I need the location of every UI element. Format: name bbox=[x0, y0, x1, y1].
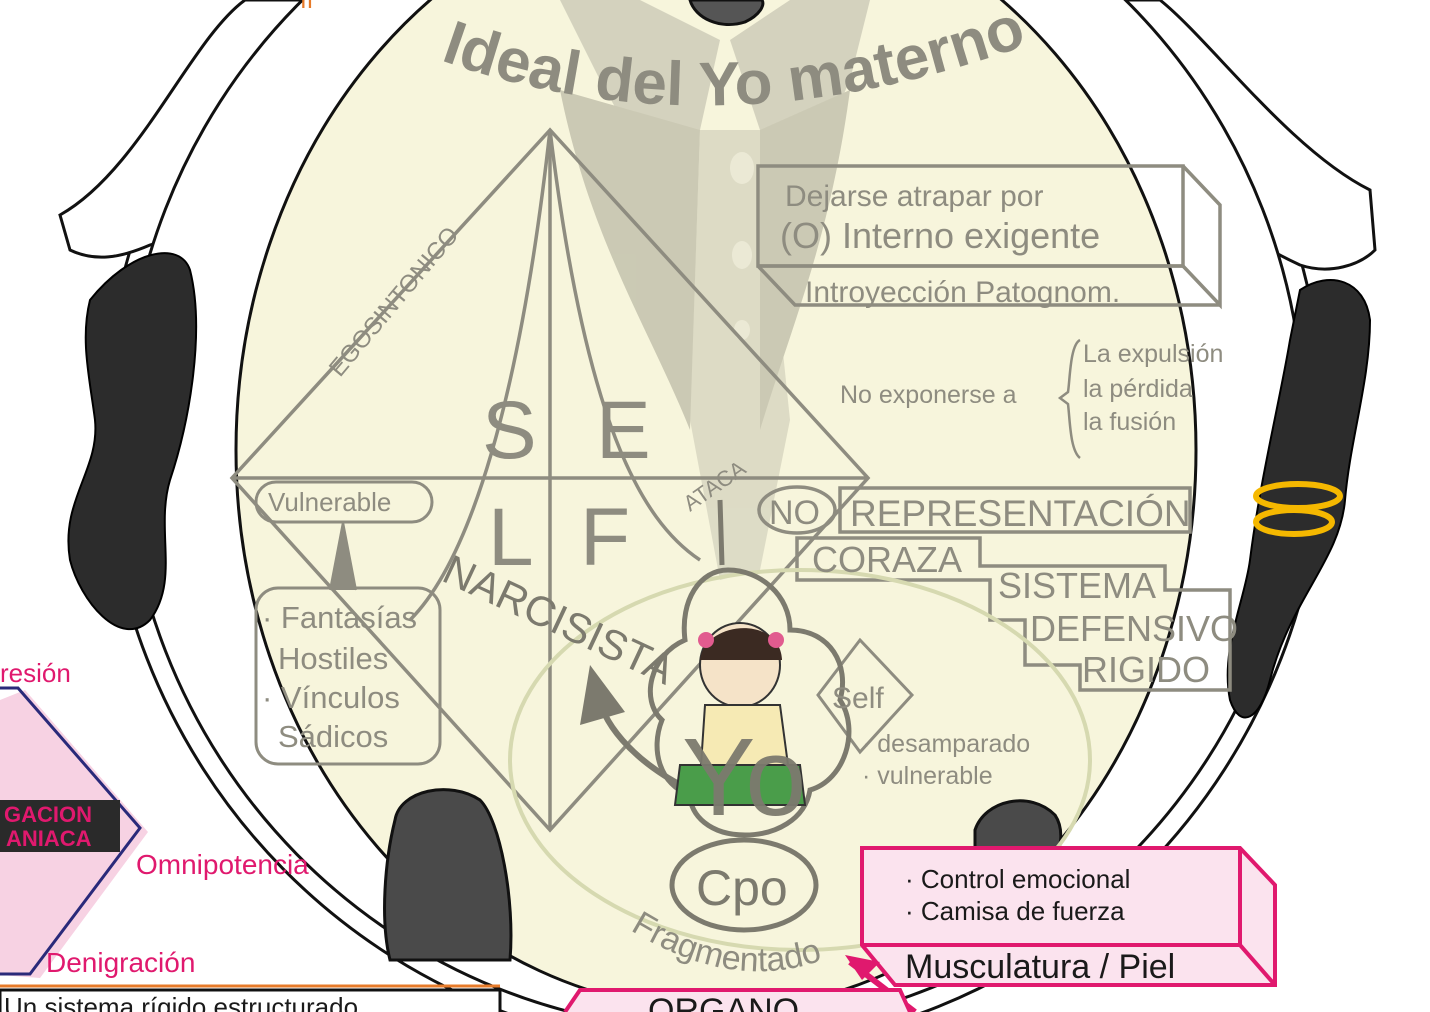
left-bottom-text: Un sistema rígido estructurado bbox=[4, 992, 358, 1012]
left-top-fragment: resión bbox=[0, 658, 71, 688]
sistema-line-3: RIGIDO bbox=[1082, 649, 1210, 690]
no-oval bbox=[757, 485, 837, 535]
negacion-line-1: GACION bbox=[4, 802, 92, 827]
musculatura-box bbox=[860, 846, 1277, 987]
fantasias-line-1: · Fantasías bbox=[262, 600, 417, 635]
letter-l: L bbox=[488, 492, 534, 583]
organo-box bbox=[563, 988, 912, 1012]
introyeccion-label: Introyección Patognom. bbox=[805, 276, 1120, 309]
no-exponerse-item-3: la fusión bbox=[1083, 408, 1176, 436]
letter-f: F bbox=[580, 492, 630, 583]
no-exponerse-item-2: la pérdida bbox=[1083, 375, 1193, 403]
letter-s: S bbox=[482, 385, 537, 476]
yo-label: Yo bbox=[682, 716, 806, 839]
letter-e: E bbox=[596, 385, 651, 476]
dejarse-line-2: (O) Interno exigente bbox=[780, 215, 1100, 256]
fantasias-line-4: Sádicos bbox=[278, 719, 388, 754]
representacion-label: REPRESENTACIÓN bbox=[850, 493, 1191, 534]
no-exponerse-label: No exponerse a bbox=[840, 381, 1017, 409]
pink-arrow-head bbox=[845, 955, 880, 980]
narcisista-label: NARCISISTA bbox=[436, 546, 681, 694]
musculatura-label: Musculatura / Piel bbox=[905, 948, 1175, 986]
vulnerable-pointer bbox=[329, 521, 357, 591]
musculatura-item-2: · Camisa de fuerza bbox=[905, 896, 1125, 926]
bracelet-2 bbox=[1253, 507, 1335, 537]
left-bottom-box bbox=[0, 988, 502, 1012]
cpo-oval bbox=[669, 837, 819, 933]
omnipotencia-label: Omnipotencia bbox=[136, 849, 309, 880]
sistema-line-1: SISTEMA bbox=[998, 565, 1156, 606]
negacion-block bbox=[0, 800, 120, 852]
yo-faint-circle bbox=[508, 568, 1092, 952]
organo-label: ORGANO bbox=[648, 992, 799, 1012]
self-diamond bbox=[229, 127, 871, 833]
brace bbox=[1057, 338, 1081, 459]
representacion-box bbox=[838, 486, 1192, 534]
coraza-label: CORAZA bbox=[812, 539, 962, 580]
baby-figure bbox=[673, 622, 807, 806]
ataca-label: ATACA bbox=[679, 455, 751, 516]
left-diamond bbox=[0, 686, 142, 976]
self-small-item-2: · vulnerable bbox=[862, 762, 993, 790]
fantasias-line-2: Hostiles bbox=[278, 641, 388, 676]
left-shoe bbox=[383, 788, 513, 962]
dejarse-box bbox=[756, 164, 1222, 310]
yo-arrow-head bbox=[580, 665, 625, 725]
self-small-item-1: · desamparado bbox=[862, 730, 1030, 758]
left-glove bbox=[67, 252, 198, 631]
fantasias-box bbox=[254, 586, 442, 766]
yo-outline bbox=[647, 567, 852, 838]
right-glove bbox=[1226, 279, 1372, 719]
sistema-line-2: DEFENSIVO bbox=[1030, 608, 1238, 649]
negacion-line-2: ANIACA bbox=[6, 826, 92, 851]
figure-head-bottom bbox=[688, 0, 765, 27]
egosintonico-label: EGOSINTONICO bbox=[324, 222, 464, 382]
musculatura-item-1: · Control emocional bbox=[905, 864, 1130, 894]
self-small-label: Self bbox=[832, 682, 884, 715]
denigracion-label: Denigración bbox=[46, 947, 195, 978]
cut-top-text: II bbox=[300, 0, 313, 14]
title-ideal-del-yo: Ideal del Yo materno bbox=[435, 0, 1032, 120]
sistema-stair bbox=[795, 536, 1232, 692]
fantasias-line-3: · Vínculos bbox=[262, 680, 400, 715]
no-exponerse-item-1: La expulsión bbox=[1083, 340, 1223, 368]
vulnerable-label: Vulnerable bbox=[268, 487, 391, 517]
dejarse-line-1: Dejarse atrapar por bbox=[785, 180, 1043, 213]
cpo-label: Cpo bbox=[696, 860, 788, 916]
no-label: NO bbox=[769, 494, 820, 532]
yo-stem bbox=[717, 499, 725, 566]
